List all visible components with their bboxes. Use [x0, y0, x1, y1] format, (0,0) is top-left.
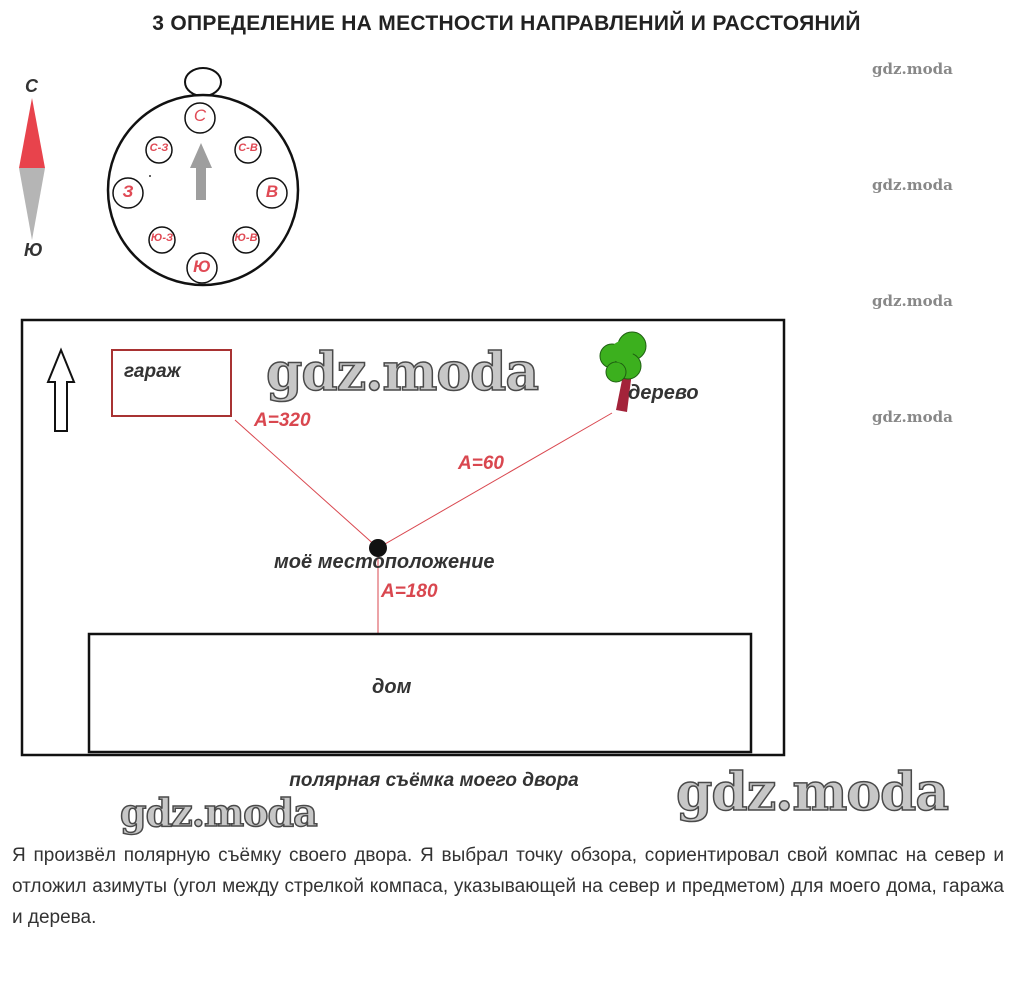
- dial-label-se: Ю-В: [234, 232, 258, 244]
- dial-label-sw: Ю-З: [150, 232, 174, 244]
- watermark: gdz.moda: [265, 341, 540, 404]
- page-title: 3 ОПРЕДЕЛЕНИЕ НА МЕСТНОСТИ НАПРАВЛЕНИЙ И…: [152, 12, 861, 35]
- dial-dot: [149, 175, 151, 177]
- dial-mark-n: [184, 102, 216, 134]
- needle-north-label: С: [25, 76, 38, 96]
- north-arrow-icon: [46, 347, 76, 432]
- compass-needle-south: [19, 168, 45, 240]
- dial-mark-ne: [234, 136, 262, 164]
- map-frame: [20, 318, 786, 757]
- watermark: gdz.moda: [872, 176, 953, 194]
- tree-icon: [599, 331, 647, 412]
- tree-label: дерево: [628, 382, 699, 404]
- ray-to-tree: [377, 412, 613, 549]
- garage-label: гараж: [124, 361, 181, 382]
- description-paragraph: Я произвёл полярную съёмку своего двора.…: [12, 845, 1004, 928]
- watermark: gdz.moda: [872, 60, 953, 78]
- tree-crown: [605, 361, 627, 383]
- dial-label-e: В: [265, 182, 279, 201]
- dial-label-s: Ю: [193, 257, 211, 276]
- house-label: дом: [372, 676, 412, 698]
- compass-needle: [19, 98, 45, 240]
- watermark: gdz.moda: [675, 761, 950, 824]
- diagram-caption: полярная съёмка моего двора: [289, 770, 579, 791]
- dial-mark-w: [112, 177, 144, 209]
- compass-dial: [106, 67, 300, 287]
- garage-box: [111, 349, 232, 417]
- dial-mark-e: [256, 177, 288, 209]
- dial-label-ne: С-В: [238, 142, 258, 154]
- compass-ring-icon: [184, 67, 222, 97]
- tree-crown: [611, 341, 633, 363]
- position-label: моё местоположение: [274, 551, 495, 573]
- needle-south-label: Ю: [24, 240, 43, 260]
- house-box: [87, 632, 753, 754]
- ray-to-garage: [234, 419, 379, 549]
- dial-mark-nw: [145, 136, 173, 164]
- dial-mark-sw: [148, 226, 176, 254]
- tree-trunk: [616, 370, 632, 412]
- azimuth-tree: А=60: [458, 453, 504, 474]
- dial-mark-s: [186, 252, 218, 284]
- dial-label-nw: С-З: [149, 142, 169, 154]
- dial-label-w: З: [122, 182, 134, 201]
- watermark: gdz.moda: [872, 292, 953, 310]
- azimuth-house: А=180: [381, 581, 438, 602]
- watermark: gdz.moda: [119, 789, 318, 836]
- dial-mark-se: [232, 226, 260, 254]
- watermark: gdz.moda: [872, 408, 953, 426]
- position-point: [369, 539, 387, 557]
- dial-arrow-icon: [190, 143, 212, 200]
- compass-needle-north: [19, 98, 45, 168]
- azimuth-garage: А=320: [254, 410, 311, 431]
- dial-label-n: С: [193, 106, 207, 125]
